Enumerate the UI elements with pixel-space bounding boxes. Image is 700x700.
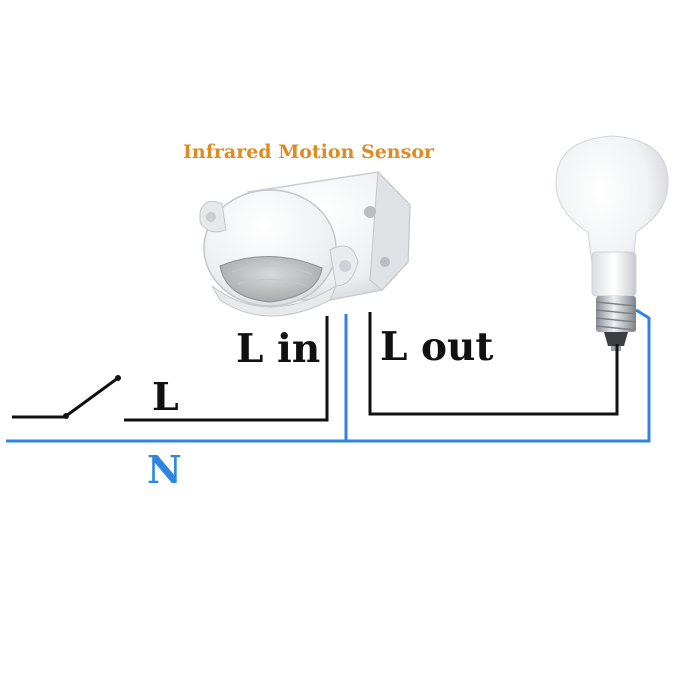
led-bulb-icon — [555, 135, 669, 351]
label-live: L — [152, 374, 179, 419]
label-l-in: L in — [236, 326, 321, 372]
neutral-wire-to-bulb — [346, 308, 651, 443]
infrared-motion-sensor-icon — [199, 170, 411, 317]
live-wire-in — [124, 316, 329, 422]
live-wire-out — [368, 312, 619, 416]
switch-icon — [12, 375, 121, 419]
label-neutral: N — [147, 447, 182, 492]
label-l-out: L out — [380, 324, 494, 370]
sensor-title: Infrared Motion Sensor — [183, 141, 434, 163]
